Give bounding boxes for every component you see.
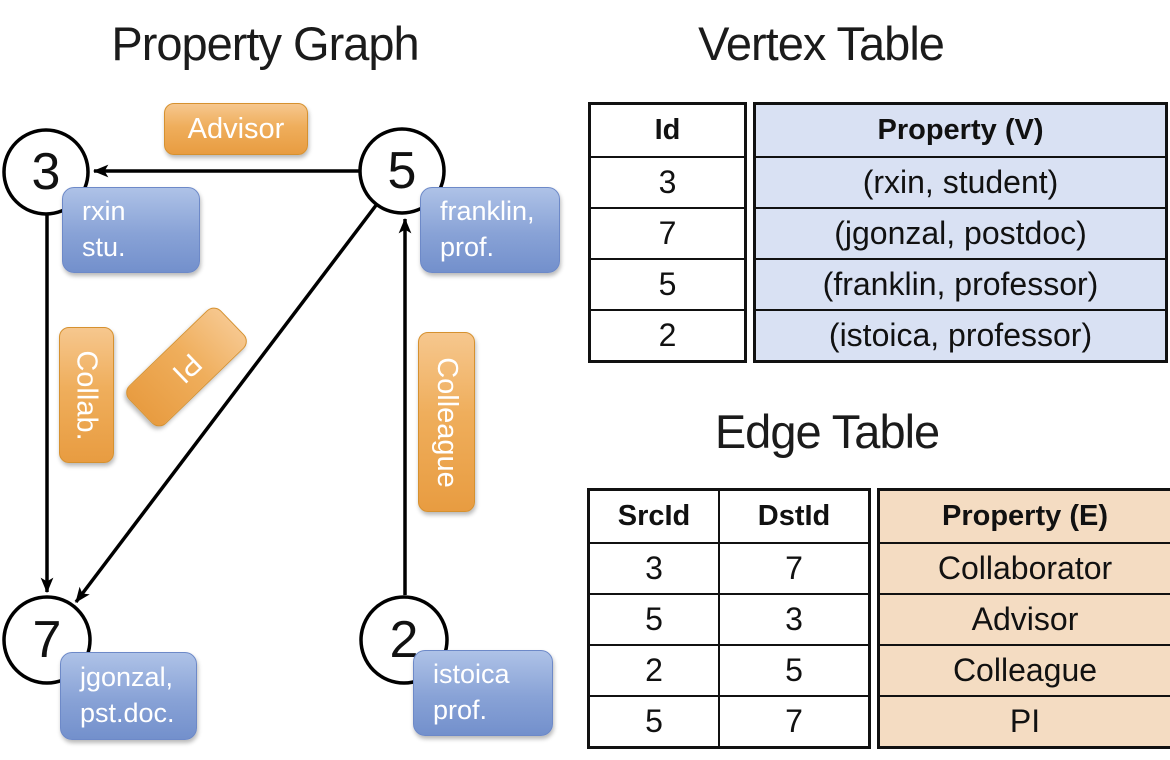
vertex-property-box-rxin: rxin stu. (62, 187, 200, 273)
edge-arrow-5-to-7 (74, 202, 379, 604)
property-line: stu. (82, 232, 126, 262)
vertex-table-cell-id: 2 (591, 309, 744, 360)
property-line: prof. (440, 232, 495, 262)
property-line: prof. (433, 695, 488, 725)
vertex-table-cell-property: (jgonzal, postdoc) (756, 207, 1165, 258)
edge-label-collab: Collab. (59, 327, 114, 463)
edge-table-cell-property: Colleague (880, 644, 1170, 695)
edge-table-cell-property: Advisor (880, 593, 1170, 644)
edge-table-property-column: Property (E) Collaborator Advisor Collea… (877, 488, 1170, 749)
edge-table-title: Edge Table (714, 405, 940, 458)
edge-label-colleague-text: Colleague (431, 356, 464, 488)
edge-table-cell-src: 5 (590, 695, 718, 746)
vertex-table-cell-id: 7 (591, 207, 744, 258)
vertex-table-title: Vertex Table (698, 17, 945, 70)
vertex-table: Id 3 7 5 2 Property (V) (rxin, student) … (588, 102, 1168, 363)
vertex-table-property-column: Property (V) (rxin, student) (jgonzal, p… (753, 102, 1168, 363)
vertex-id-3: 3 (31, 143, 61, 201)
edge-table-cell-dst: 7 (718, 695, 868, 746)
property-graph-title: Property Graph (111, 17, 419, 70)
property-line: rxin (82, 196, 126, 227)
vertex-table-cell-id: 3 (591, 156, 744, 207)
edge-table-cell-dst: 5 (718, 644, 868, 695)
property-line: pst.doc. (80, 698, 175, 728)
edge-label-advisor-text: Advisor (187, 112, 285, 145)
edge-table-header-dst: DstId (718, 491, 868, 542)
edge-label-colleague: Colleague (418, 332, 475, 512)
edge-table-header-src: SrcId (590, 491, 718, 542)
vertex-table-cell-property: (istoica, professor) (756, 309, 1165, 360)
vertex-property-box-franklin: franklin, prof. (420, 187, 560, 273)
edge-label-advisor: Advisor (164, 103, 308, 155)
edge-table: SrcId DstId 3 7 5 3 2 5 5 7 Property (E)… (587, 488, 1170, 749)
edge-table-cell-property: Collaborator (880, 542, 1170, 593)
edge-table-cell-src: 5 (590, 593, 718, 644)
vertex-table-header-id: Id (591, 105, 744, 156)
edge-table-header-property: Property (E) (880, 491, 1170, 542)
vertex-id-5: 5 (387, 142, 417, 200)
vertex-table-cell-property: (rxin, student) (756, 156, 1165, 207)
vertex-table-header-property: Property (V) (756, 105, 1165, 156)
property-line: jgonzal, (80, 662, 174, 693)
vertex-property-box-jgonzal: jgonzal, pst.doc. (60, 652, 197, 740)
vertex-table-id-column: Id 3 7 5 2 (588, 102, 747, 363)
edge-label-collab-text: Collab. (71, 349, 103, 441)
property-line: franklin, (440, 196, 535, 227)
vertex-table-cell-property: (franklin, professor) (756, 258, 1165, 309)
edge-table-cell-property: PI (880, 695, 1170, 746)
edge-table-cell-src: 3 (590, 542, 718, 593)
edge-label-pi-text: PI (165, 346, 208, 389)
vertex-id-7: 7 (32, 611, 62, 669)
edge-table-src-dst-columns: SrcId DstId 3 7 5 3 2 5 5 7 (587, 488, 871, 749)
vertex-table-cell-id: 5 (591, 258, 744, 309)
edge-table-cell-src: 2 (590, 644, 718, 695)
edge-table-cell-dst: 3 (718, 593, 868, 644)
edge-table-cell-dst: 7 (718, 542, 868, 593)
vertex-property-box-istoica: istoica prof. (413, 650, 553, 736)
property-line: istoica (433, 659, 510, 690)
